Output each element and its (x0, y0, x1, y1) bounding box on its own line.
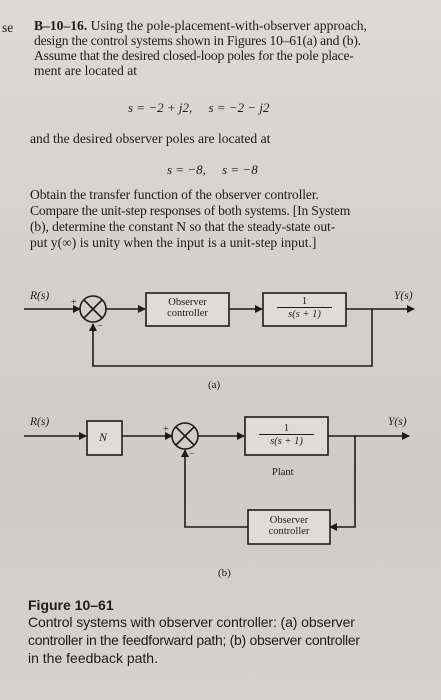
problem-intro-3: Assume that the desired closed-loop pole… (34, 48, 354, 63)
b-output-label: Y(s) (388, 416, 407, 428)
a-plus-sign: + (71, 297, 77, 308)
b-sublabel: (b) (218, 567, 231, 579)
b-gain-block (86, 420, 123, 456)
a-plant-tf: 1 s(s + 1) (263, 296, 346, 320)
problem-intro-1: Using the pole-placement-with-observer a… (90, 18, 367, 33)
b-feedback-to-controller (329, 436, 356, 531)
a-output-label: Y(s) (394, 290, 413, 302)
a-sublabel: (a) (208, 379, 221, 391)
a-controller-label-1: Observer (168, 297, 207, 308)
task-line-4: put y(∞) is unity when the input is a un… (30, 235, 317, 250)
b-input-label: R(s) (30, 416, 50, 428)
b-plant-caption: Plant (272, 467, 294, 478)
a-controller-label: Observer controller (146, 297, 229, 319)
a-minus-sign: − (97, 321, 103, 332)
figure-caption-1: Control systems with observer controller… (28, 614, 355, 630)
b-controller-label-1: Observer (269, 515, 309, 526)
b-controller-to-sum (181, 449, 248, 528)
figure-title: Figure 10–61 (28, 597, 114, 613)
task-line-3: (b), determine the constant N so that th… (30, 219, 336, 234)
a-plant-numerator: 1 (277, 296, 332, 308)
a-plant-denominator: s(s + 1) (288, 309, 321, 320)
b-controller-label: Observer controller (248, 515, 330, 537)
problem-intro-2: design the control systems shown in Figu… (34, 33, 361, 48)
margin-fragment: se (2, 20, 14, 35)
a-feedback-path (89, 309, 373, 367)
figure-caption-3: in the feedback path. (28, 650, 158, 666)
observer-line: and the desired observer poles are locat… (30, 131, 271, 146)
figure-caption-2: controller in the feedforward path; (b) … (28, 632, 360, 648)
problem-line-1: B–10–16. Using the pole-placement-with-o… (34, 18, 367, 33)
a-controller-label-2: controller (167, 308, 208, 319)
problem-id: B–10–16. (34, 18, 88, 33)
task-line-1: Obtain the transfer function of the obse… (30, 187, 319, 202)
a-input-label: R(s) (30, 290, 50, 302)
a-plant-block (262, 292, 347, 327)
b-gain-label: N (99, 430, 108, 444)
b-plant-numerator: 1 (259, 423, 314, 435)
b-plant-denominator: s(s + 1) (270, 436, 303, 447)
b-minus-sign: − (189, 449, 195, 460)
pole-equation: s = −2 + j2, s = −2 − j2 (128, 100, 270, 115)
task-line-2: Compare the unit-step responses of both … (30, 203, 351, 218)
observer-equation: s = −8, s = −8 (167, 162, 258, 177)
b-controller-label-2: controller (268, 526, 310, 537)
b-controller-block (247, 509, 331, 545)
b-plus-sign: + (163, 424, 169, 435)
b-plant-tf: 1 s(s + 1) (245, 423, 328, 447)
problem-intro-4: ment are located at (34, 63, 138, 78)
